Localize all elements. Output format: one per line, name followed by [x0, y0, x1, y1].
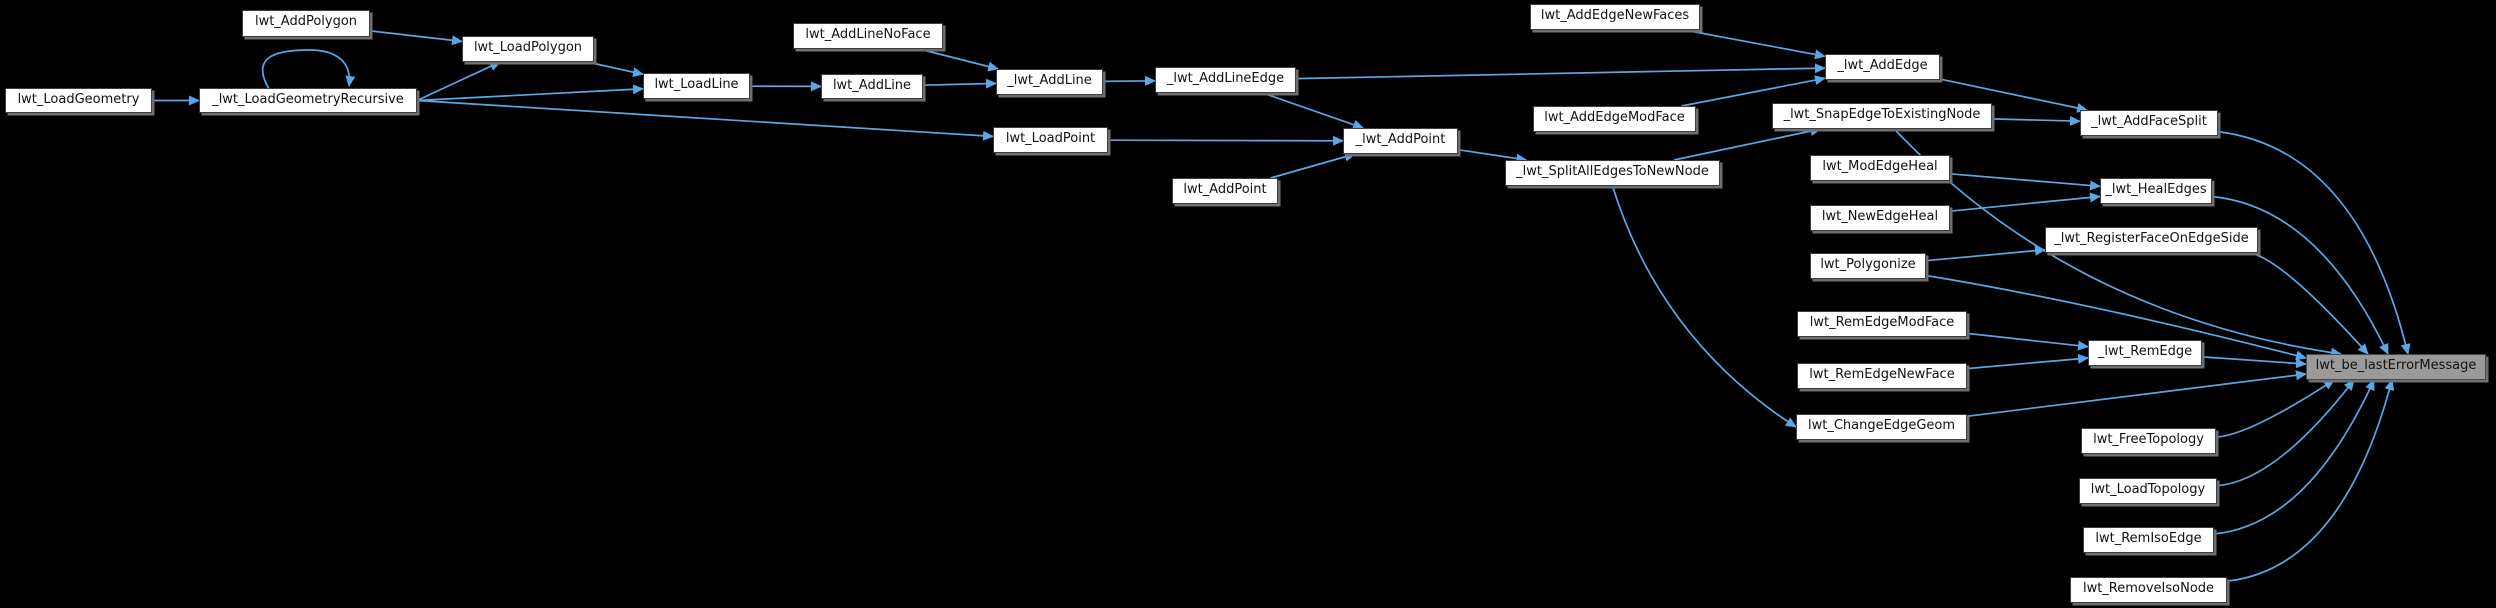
node-lwt_LoadPoint[interactable]: lwt_LoadPoint [993, 127, 1108, 153]
node-lwt_SplitAllEdgesToNewNode[interactable]: _lwt_SplitAllEdgesToNewNode [1505, 160, 1720, 186]
edge-lwt_AddLine-to-_lwt_AddLine [922, 78, 997, 89]
edge-_lwt_AddLine-to-_lwt_AddLineEdge [1102, 75, 1156, 86]
edge-lwt_LoadPolygon-to-lwt_LoadLine [587, 61, 644, 78]
node-lwt_AddPoint-internal[interactable]: _lwt_AddPoint [1343, 128, 1458, 154]
node-lwt_AddLine[interactable]: lwt_AddLine [821, 74, 923, 99]
node-lwt_AddEdgeNewFaces[interactable]: lwt_AddEdgeNewFaces [1530, 4, 1700, 30]
node-lwt_RegisterFaceOnEdgeSide[interactable]: _lwt_RegisterFaceOnEdgeSide [2045, 227, 2258, 253]
node-lwt_be_lastErrorMessage-highlighted[interactable]: lwt_be_lastErrorMessage [2306, 354, 2486, 380]
node-lwt_AddPoint[interactable]: lwt_AddPoint [1172, 178, 1278, 204]
edge-_lwt_LoadGeometryRecursive-to-_lwt_LoadGeometryRecursive [261, 49, 356, 90]
edge-_lwt_SnapEdgeToExistingNode-to-_lwt_AddFaceSplit [1991, 115, 2081, 126]
node-lwt_AddFaceSplit[interactable]: _lwt_AddFaceSplit [2080, 110, 2218, 136]
edge-lwt_LoadPoint-to-_lwt_AddPoint [1107, 135, 1344, 146]
edge-_lwt_SplitAllEdgesToNewNode-to-_lwt_SnapEdgeToExistingNode [1673, 126, 1822, 161]
node-lwt_LoadGeometryRecursive[interactable]: _lwt_LoadGeometryRecursive [199, 88, 417, 113]
edge-lwt_LoadTopology-to-lwt_be_lastErrorMessage [2216, 379, 2355, 487]
node-lwt_HealEdges[interactable]: _lwt_HealEdges [2100, 178, 2212, 204]
edge-lwt_AddPoint-to-_lwt_AddPoint [1270, 151, 1356, 179]
edge-lwt_RemIsoEdge-to-lwt_be_lastErrorMessage [2213, 379, 2375, 535]
edge-_lwt_LoadGeometryRecursive-to-lwt_LoadPoint [416, 99, 994, 141]
node-lwt_RemoveIsoNode[interactable]: lwt_RemoveIsoNode [2070, 577, 2227, 603]
node-lwt_RemEdgeNewFace[interactable]: lwt_RemEdgeNewFace [1797, 363, 1967, 389]
node-lwt_SnapEdgeToExistingNode[interactable]: _lwt_SnapEdgeToExistingNode [1772, 103, 1992, 129]
node-lwt_FreeTopology[interactable]: lwt_FreeTopology [2081, 428, 2216, 454]
edge-lwt_FreeTopology-to-lwt_be_lastErrorMessage [2215, 379, 2335, 438]
node-lwt_ChangeEdgeGeom[interactable]: lwt_ChangeEdgeGeom [1796, 414, 1967, 440]
edge-lwt_ChangeEdgeGeom-to-lwt_be_lastErrorMessage [1966, 370, 2307, 418]
node-lwt_AddLineEdge[interactable]: _lwt_AddLineEdge [1155, 67, 1296, 93]
edge-lwt_AddPolygon-to-lwt_LoadPolygon [369, 30, 463, 46]
node-lwt_AddEdgeModFace[interactable]: lwt_AddEdgeModFace [1533, 106, 1696, 132]
node-lwt_AddPolygon[interactable]: lwt_AddPolygon [242, 10, 370, 37]
edge-_lwt_SplitAllEdgesToNewNode-to-lwt_ChangeEdgeGeom [1611, 185, 1797, 428]
node-lwt_RemIsoEdge[interactable]: lwt_RemIsoEdge [2083, 527, 2214, 553]
node-lwt_LoadPolygon[interactable]: lwt_LoadPolygon [462, 36, 594, 62]
edge-_lwt_RemEdge-to-lwt_be_lastErrorMessage [2201, 356, 2307, 369]
node-lwt_LoadGeometry[interactable]: lwt_LoadGeometry [5, 88, 152, 113]
edge-lwt_RemEdgeNewFace-to-_lwt_RemEdge [1966, 353, 2089, 370]
edge-lwt_AddLineNoFace-to-_lwt_AddLine [919, 48, 1000, 72]
node-lwt_RemEdgeModFace[interactable]: lwt_RemEdgeModFace [1797, 311, 1967, 337]
edge-lwt_NewEdgeHeal-to-_lwt_HealEdges [1949, 192, 2101, 213]
node-lwt_AddEdge-internal[interactable]: _lwt_AddEdge [1825, 54, 1940, 80]
edge-lwt_Polygonize-to-_lwt_RegisterFaceOnEdgeSide [1925, 245, 2046, 262]
node-lwt_Polygonize[interactable]: lwt_Polygonize [1810, 253, 1926, 279]
edge-_lwt_HealEdges-to-lwt_be_lastErrorMessage [2211, 195, 2389, 355]
edge-_lwt_LoadGeometryRecursive-to-lwt_LoadPolygon [416, 61, 501, 102]
edge-lwt_AddEdgeModFace-to-_lwt_AddEdge [1681, 75, 1826, 107]
edge-_lwt_AddLineEdge-to-_lwt_AddPoint [1262, 92, 1365, 130]
edge-_lwt_LoadGeometryRecursive-to-lwt_LoadLine [416, 84, 644, 102]
edge-lwt_RemEdgeModFace-to-_lwt_RemEdge [1966, 332, 2089, 351]
node-lwt_AddLine-internal[interactable]: _lwt_AddLine [996, 69, 1103, 95]
edge-lwt_ModEdgeHeal-to-_lwt_HealEdges [1949, 172, 2101, 191]
edge-_lwt_AddLineEdge-to-_lwt_AddEdge [1295, 63, 1826, 80]
node-lwt_NewEdgeHeal[interactable]: lwt_NewEdgeHeal [1810, 205, 1950, 231]
node-lwt_RemEdge[interactable]: _lwt_RemEdge [2088, 340, 2202, 366]
edge-lwt_RemoveIsoNode-to-lwt_be_lastErrorMessage [2226, 379, 2395, 583]
edge-lwt_Polygonize-to-lwt_be_lastErrorMessage [1925, 274, 2307, 361]
node-lwt_AddLineNoFace[interactable]: lwt_AddLineNoFace [793, 23, 943, 49]
node-lwt_LoadLine[interactable]: lwt_LoadLine [643, 73, 750, 99]
edge-lwt_AddEdgeNewFaces-to-_lwt_AddEdge [1684, 29, 1826, 60]
node-lwt_LoadTopology[interactable]: lwt_LoadTopology [2079, 478, 2217, 504]
edge-_lwt_RegisterFaceOnEdgeSide-to-lwt_be_lastErrorMessage [2249, 252, 2369, 355]
edge-_lwt_AddEdge-to-_lwt_AddFaceSplit [1939, 78, 2089, 113]
edge-_lwt_AddFaceSplit-to-lwt_be_lastErrorMessage [2217, 130, 2411, 355]
edge-_lwt_AddPoint-to-_lwt_SplitAllEdgesToNewNode [1457, 148, 1528, 164]
node-lwt_ModEdgeHeal[interactable]: lwt_ModEdgeHeal [1810, 155, 1950, 181]
